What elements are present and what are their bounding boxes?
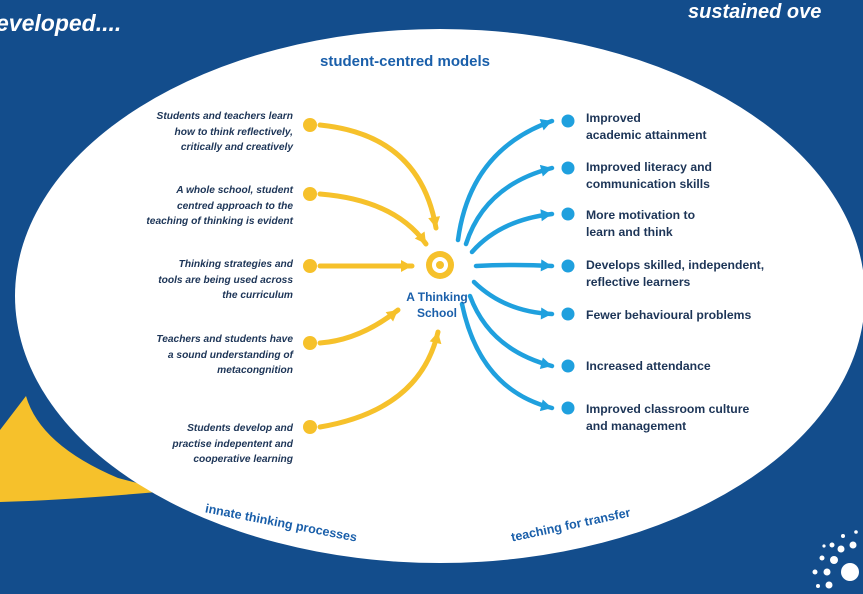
input-item: Teachers and students have a sound under… <box>93 332 293 379</box>
outcome-bullet-dot <box>561 207 575 221</box>
outcome-item: Improved classroom culture and managemen… <box>586 401 856 435</box>
outcome-line: communication skills <box>586 177 710 191</box>
input-item: Students develop and practise indepenten… <box>93 421 293 468</box>
outcome-item: More motivation to learn and think <box>586 207 856 241</box>
outcome-line: reflective learners <box>586 275 691 289</box>
arrowhead-icon <box>385 310 398 322</box>
outcome-line: Develops skilled, independent, <box>586 258 765 272</box>
outcome-line: academic attainment <box>586 128 707 142</box>
input-line: teaching of thinking is evident <box>146 216 293 227</box>
outcome-item: Improved academic attainment <box>586 110 856 144</box>
outcome-bullet-dot <box>561 307 575 321</box>
arrowhead-icon <box>428 216 441 228</box>
outcome-bullet-dot <box>561 259 575 273</box>
outcome-connector-arrow <box>463 165 555 247</box>
input-connector-arrow <box>317 122 439 231</box>
input-line: Students and teachers learn <box>156 111 293 122</box>
outcome-line: Improved classroom culture <box>586 402 750 416</box>
input-bullet-dot <box>303 187 317 201</box>
outcome-bullet-dot <box>561 359 575 373</box>
arrowhead-icon <box>540 307 552 320</box>
input-line: practise indepentent and <box>172 438 293 450</box>
input-line: cooperative learning <box>193 454 293 465</box>
input-line: tools are being used across <box>158 274 293 286</box>
input-bullet-dot <box>303 336 317 350</box>
input-line: Teachers and students have <box>156 334 293 345</box>
outcome-bullet-dot <box>561 161 575 175</box>
center-label-line: A Thinking <box>406 290 468 304</box>
input-line: critically and creatively <box>180 142 293 153</box>
input-line: Students develop and <box>187 423 293 434</box>
input-connector-arrow <box>317 329 441 430</box>
input-line: the curriculum <box>222 290 293 301</box>
input-bullet-dot <box>303 420 317 434</box>
arrowhead-icon <box>414 231 426 244</box>
input-connector-arrow <box>317 191 429 247</box>
outcome-item: Improved literacy and communication skil… <box>586 159 856 193</box>
input-item: Students and teachers learn how to think… <box>93 109 293 156</box>
arrowhead-icon <box>539 119 552 131</box>
outcome-item: Fewer behavioural problems <box>586 307 856 324</box>
outcome-connector-arrow <box>459 301 555 411</box>
arrowhead-icon <box>539 164 552 177</box>
outcome-line: learn and think <box>586 225 673 239</box>
outcome-connector-arrow <box>473 262 555 269</box>
arrowhead-icon <box>539 357 552 370</box>
input-line: centred approach to the <box>176 200 293 212</box>
yellow-swoosh-decoration <box>0 396 168 502</box>
arrowhead-icon <box>540 209 552 222</box>
input-bullet-dot <box>303 259 317 273</box>
outcome-line: Improved literacy and <box>586 160 712 174</box>
header-left-title: eveloped.... <box>0 10 122 36</box>
input-item: Thinking strategies and tools are being … <box>93 257 293 304</box>
arrowhead-icon <box>401 260 412 272</box>
outcome-line: Improved <box>586 111 641 125</box>
input-line: metacongnition <box>217 365 293 376</box>
input-line: how to think reflectively, <box>174 126 294 138</box>
starburst-logo-icon <box>812 530 859 589</box>
arrowhead-icon <box>429 332 442 345</box>
outcome-line: Fewer behavioural problems <box>586 308 752 322</box>
input-line: A whole school, student <box>176 185 293 196</box>
outcome-item: Increased attendance <box>586 358 856 375</box>
outcome-bullet-dot <box>561 401 575 415</box>
outcome-bullet-dot <box>561 114 575 128</box>
main-ellipse <box>15 29 863 563</box>
center-label: A Thinking School <box>400 289 474 321</box>
target-center-icon <box>426 251 454 279</box>
center-label-line: School <box>416 306 457 320</box>
input-line: Thinking strategies and <box>178 259 293 270</box>
arrowhead-icon <box>539 399 552 412</box>
header-right-title: sustained ove <box>688 1 822 23</box>
input-bullet-dot <box>303 118 317 132</box>
input-line: a sound understanding of <box>167 349 293 361</box>
outcome-connector-arrow <box>455 118 555 243</box>
outcome-line: and management <box>586 419 687 433</box>
outcome-line: Increased attendance <box>586 359 711 373</box>
outcome-connector-arrow <box>467 293 555 369</box>
arrowhead-icon <box>540 259 552 272</box>
input-item: A whole school, student centred approach… <box>93 183 293 230</box>
top-title: student-centred models <box>320 53 491 70</box>
outcome-item: Develops skilled, independent, reflectiv… <box>586 257 856 291</box>
outcome-line: More motivation to <box>586 208 696 222</box>
